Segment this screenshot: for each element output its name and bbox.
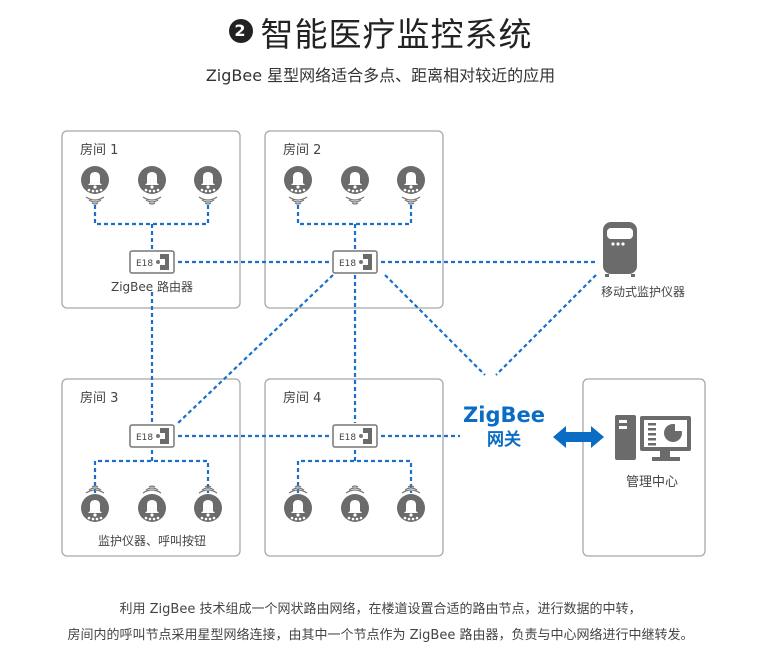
- room-bus-link: [296, 447, 413, 493]
- gateway-title: ZigBee: [463, 403, 545, 427]
- router-module-label: E18: [136, 433, 153, 443]
- computer-dashboard-icon: [615, 415, 691, 461]
- room-label: 房间 3: [80, 390, 118, 406]
- room-caption: ZigBee 路由器: [111, 279, 193, 294]
- room-label: 房间 4: [283, 390, 321, 406]
- subtitle: ZigBee 星型网络适合多点、距离相对较近的应用: [205, 66, 556, 85]
- call-button-icon: [284, 494, 312, 522]
- management-label: 管理中心: [626, 475, 678, 490]
- call-button-icon: [81, 494, 109, 522]
- call-button-icon: [194, 494, 222, 522]
- call-button-icon: [138, 166, 166, 194]
- title-text: 智能医疗监控系统: [260, 15, 533, 54]
- router-module-label: E18: [339, 259, 356, 269]
- router-module-label: E18: [339, 433, 356, 443]
- router-module-label: E18: [136, 259, 153, 269]
- bidirectional-arrow-icon: [553, 426, 604, 448]
- portable-monitor-icon: [603, 222, 637, 277]
- call-button-icon: [138, 494, 166, 522]
- room-bus-link: [296, 205, 413, 251]
- call-button-icon: [194, 166, 222, 194]
- network-link: [177, 274, 334, 424]
- room-label: 房间 2: [283, 142, 321, 158]
- step-number-badge: 2: [228, 18, 253, 43]
- footer-line-1: 利用 ZigBee 技术组成一个网状路由网络，在楼道设置合适的路由节点，进行数据…: [119, 602, 642, 617]
- mobile-monitor-label: 移动式监护仪器: [601, 285, 685, 299]
- footer-line-2: 房间内的呼叫节点采用星型网络连接，由其中一个节点作为 ZigBee 路由器，负责…: [67, 628, 694, 643]
- room-label: 房间 1: [80, 142, 118, 158]
- call-button-icon: [397, 494, 425, 522]
- room-bus-link: [93, 447, 210, 493]
- call-button-icon: [341, 166, 369, 194]
- network-link: [384, 274, 486, 376]
- call-button-icon: [397, 166, 425, 194]
- gateway-subtitle: 网关: [487, 429, 521, 450]
- call-button-icon: [81, 166, 109, 194]
- call-button-icon: [341, 494, 369, 522]
- room-caption: 监护仪器、呼叫按钮: [98, 533, 206, 548]
- management-box: [582, 378, 706, 557]
- room-bus-link: [93, 205, 210, 251]
- call-button-icon: [284, 166, 312, 194]
- page-title: 2 智能医疗监控系统: [0, 8, 761, 56]
- network-link: [495, 274, 597, 376]
